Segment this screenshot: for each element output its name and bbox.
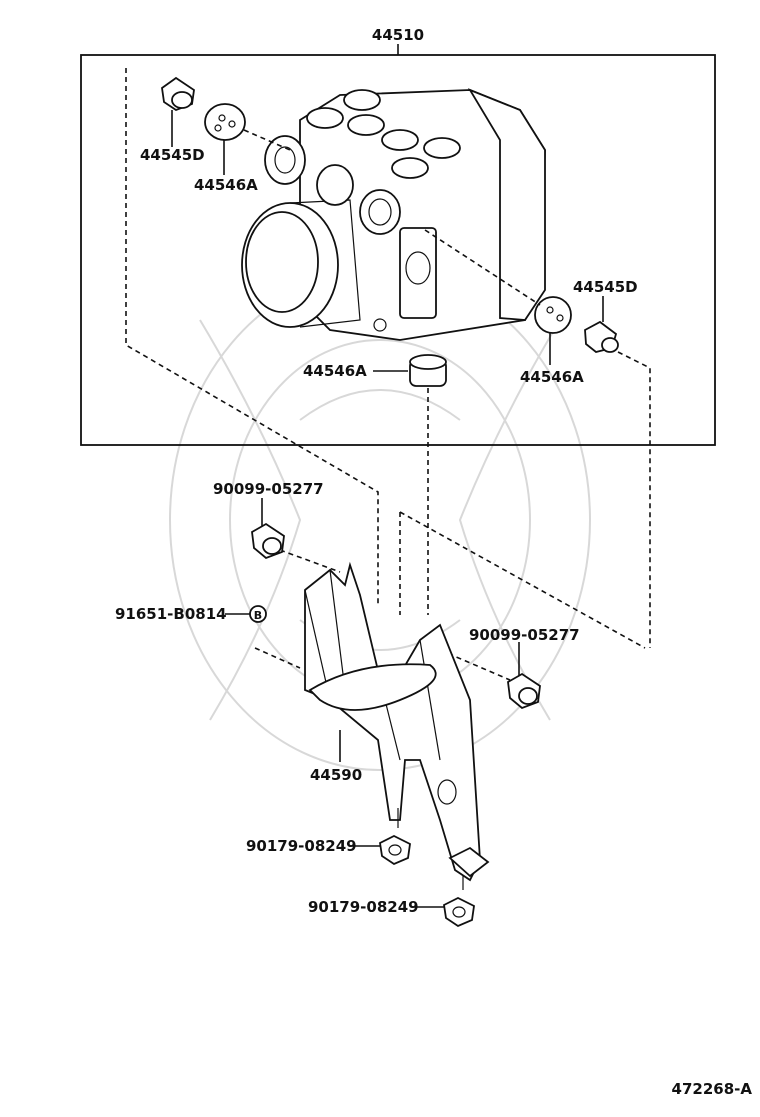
figure-code: 472268-A <box>672 1080 753 1098</box>
callout-b-letter: B <box>254 609 262 622</box>
plug-44545d-left <box>161 76 195 112</box>
label-44546a-right: 44546A <box>520 368 584 386</box>
label-nut-2: 90179-08249 <box>308 898 419 916</box>
plug-44545d-right <box>584 320 619 353</box>
label-44546a-bottom: 44546A <box>303 362 367 380</box>
label-44510: 44510 <box>372 26 424 44</box>
bolt-90099-05277-right <box>507 672 541 710</box>
dash-right-cushion <box>424 229 541 306</box>
dash-right-alignment <box>617 351 651 648</box>
nut-90179-08249-2 <box>443 896 475 928</box>
cushion-44546a-right <box>534 296 572 334</box>
label-bolt-right: 90099-05277 <box>469 626 580 644</box>
label-nut-1: 90179-08249 <box>246 837 357 855</box>
bracket-44590 <box>304 561 490 890</box>
label-44545d-left: 44545D <box>140 146 205 164</box>
dash-left-alignment <box>125 68 379 605</box>
dash-bolt-left <box>279 549 341 573</box>
label-bolt-b: 91651-B0814 <box>115 605 227 623</box>
bolt-90099-05277-upper <box>251 522 285 560</box>
abs-actuator <box>241 88 546 341</box>
dash-middle-alignment <box>399 511 646 649</box>
label-bolt-left: 90099-05277 <box>213 480 324 498</box>
cushion-44546a-bottom <box>409 354 447 387</box>
label-bracket: 44590 <box>310 766 362 784</box>
nut-90179-08249-1 <box>379 834 411 866</box>
label-44546a-left: 44546A <box>194 176 258 194</box>
cushion-44546a-left <box>204 103 246 141</box>
label-44545d-right: 44545D <box>573 278 638 296</box>
